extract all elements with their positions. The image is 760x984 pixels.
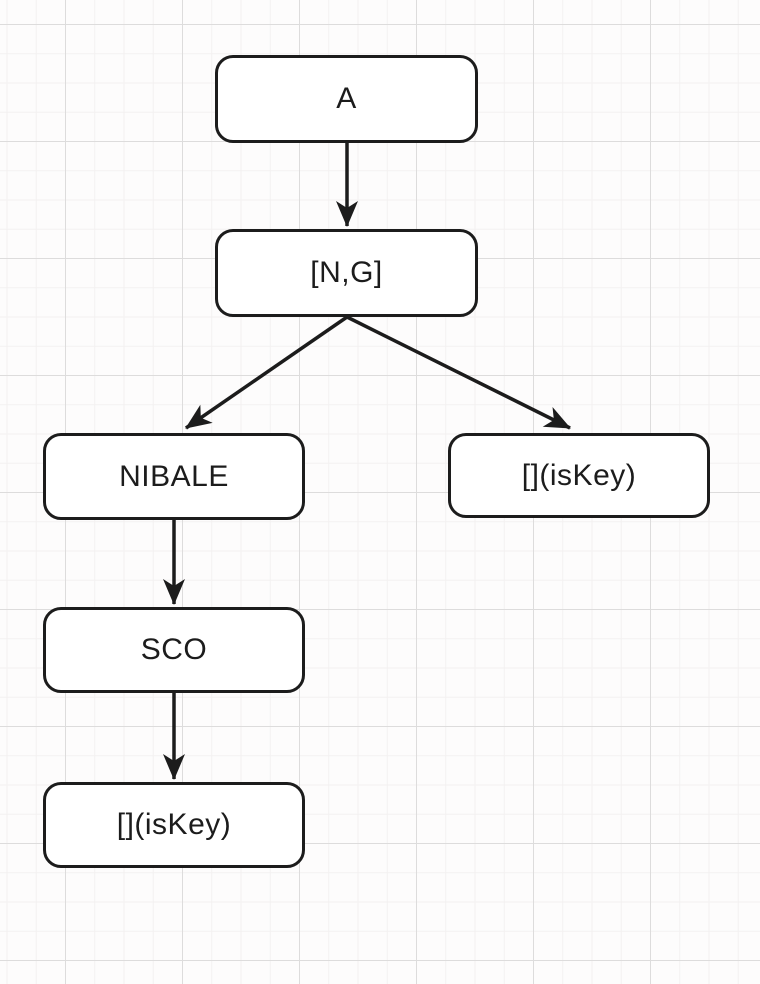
edge-ng-to-nibale bbox=[185, 315, 348, 430]
edge-ng-to-iskey-right bbox=[346, 315, 571, 430]
node-iskey-bottom[interactable]: [](isKey) bbox=[43, 782, 305, 868]
node-sco[interactable]: SCO bbox=[43, 607, 305, 693]
node-iskey-right[interactable]: [](isKey) bbox=[448, 433, 710, 518]
node-iskey-right-label: [](isKey) bbox=[521, 458, 637, 492]
node-ng[interactable]: [N,G] bbox=[215, 229, 478, 317]
node-ng-label: [N,G] bbox=[310, 256, 383, 289]
node-nibale[interactable]: NIBALE bbox=[43, 433, 305, 520]
node-iskey-bottom-label: [](isKey) bbox=[116, 808, 232, 841]
node-sco-label: SCO bbox=[140, 633, 208, 666]
node-a[interactable]: A bbox=[215, 55, 478, 143]
node-a-label: A bbox=[336, 82, 357, 115]
node-nibale-label: NIBALE bbox=[119, 459, 229, 493]
